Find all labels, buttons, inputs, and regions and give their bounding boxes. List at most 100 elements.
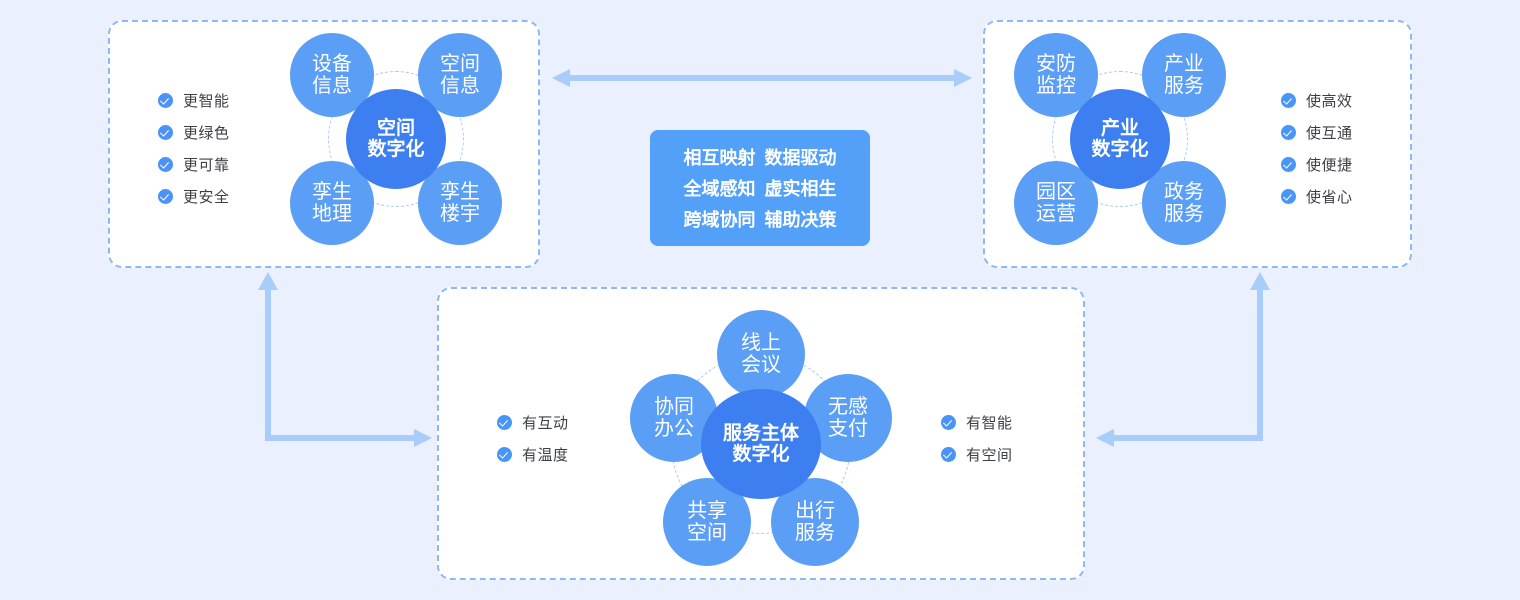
list-item: 更可靠 xyxy=(158,148,230,180)
core-line-2: 数字化 xyxy=(1091,139,1149,160)
bubble-core-space[interactable]: 空间 数字化 xyxy=(346,89,446,189)
bubble-satellite[interactable]: 协同 办公 xyxy=(630,374,718,462)
list-item: 更绿色 xyxy=(158,116,230,148)
keyword-row: 跨域协同 辅助决策 xyxy=(684,206,837,232)
bubble-satellite[interactable]: 产业 服务 xyxy=(1142,33,1226,117)
bubble-cluster-industry: 安防 监控 产业 服务 园区 运营 政务 服务 产业 数字化 xyxy=(1014,33,1226,245)
check-circle-icon xyxy=(941,446,956,462)
bubble-satellite[interactable]: 空间 信息 xyxy=(418,33,502,117)
feature-label: 使高效 xyxy=(1306,92,1353,110)
bubble-line-1: 线上 xyxy=(741,331,781,354)
feature-label: 使互通 xyxy=(1306,124,1353,142)
feature-label: 使省心 xyxy=(1306,188,1353,206)
bubble-line-2: 监控 xyxy=(1036,75,1076,97)
check-circle-icon xyxy=(158,156,173,172)
feature-label: 有温度 xyxy=(522,446,569,464)
core-line-1: 产业 xyxy=(1100,117,1139,139)
core-line-1: 空间 xyxy=(376,117,415,139)
feature-label: 有智能 xyxy=(966,414,1013,432)
bubble-satellite[interactable]: 出行 服务 xyxy=(771,478,859,566)
keyword-right: 辅助决策 xyxy=(764,210,837,230)
feature-label: 更智能 xyxy=(183,92,230,110)
list-item: 使便捷 xyxy=(1281,148,1353,180)
check-circle-icon xyxy=(158,124,173,140)
list-item: 更智能 xyxy=(158,84,230,116)
check-circle-icon xyxy=(497,446,512,462)
bubble-line-2: 支付 xyxy=(828,418,868,440)
keyword-box: 相互映射 数据驱动 全域感知 虚实相生 跨域协同 辅助决策 xyxy=(650,130,870,246)
bubble-line-2: 服务 xyxy=(795,522,835,544)
arrow-service-to-space xyxy=(258,272,432,447)
bubble-line-1: 协同 xyxy=(654,395,694,418)
list-item: 使省心 xyxy=(1281,180,1353,212)
bubble-line-1: 孪生 xyxy=(440,180,480,203)
list-item: 有空间 xyxy=(941,438,1013,470)
bubble-line-1: 设备 xyxy=(312,52,352,75)
check-circle-icon xyxy=(941,414,956,430)
feature-label: 使便捷 xyxy=(1306,156,1353,174)
bubble-line-1: 产业 xyxy=(1164,52,1204,75)
bubble-satellite[interactable]: 孪生 地理 xyxy=(290,161,374,245)
feature-label: 更绿色 xyxy=(183,124,230,142)
feature-label: 更安全 xyxy=(183,188,230,206)
keyword-row: 相互映射 数据驱动 xyxy=(684,144,837,170)
check-circle-icon xyxy=(1281,156,1296,172)
bubble-core-service[interactable]: 服务主体 数字化 xyxy=(701,389,821,499)
bubble-line-1: 出行 xyxy=(795,499,835,522)
check-circle-icon xyxy=(158,188,173,204)
check-circle-icon xyxy=(158,92,173,108)
bubble-line-1: 政务 xyxy=(1164,180,1204,203)
list-item: 更安全 xyxy=(158,180,230,212)
keyword-left: 相互映射 xyxy=(683,148,756,168)
list-item: 使互通 xyxy=(1281,116,1353,148)
keyword-right: 虚实相生 xyxy=(764,179,837,199)
arrow-space-to-industry xyxy=(552,69,972,87)
bubble-cluster-service: 线上 会议 无感 支付 出行 服务 共享 空间 协同 办公 服务主体 数字化 xyxy=(630,310,892,578)
keyword-right: 数据驱动 xyxy=(764,148,837,168)
bubble-satellite[interactable]: 孪生 楼宇 xyxy=(418,161,502,245)
feature-list-industry: 使高效 使互通 使便捷 使省心 xyxy=(1281,84,1353,212)
core-line-2: 数字化 xyxy=(732,444,790,465)
keyword-left: 跨域协同 xyxy=(683,210,756,230)
list-item: 有互动 xyxy=(497,406,569,438)
bubble-line-1: 孪生 xyxy=(312,180,352,203)
feature-list-service-right: 有智能 有空间 xyxy=(941,406,1013,470)
bubble-line-2: 空间 xyxy=(687,522,727,544)
check-circle-icon xyxy=(1281,124,1296,140)
feature-label: 有空间 xyxy=(966,446,1013,464)
bubble-line-1: 园区 xyxy=(1036,180,1076,203)
bubble-line-2: 服务 xyxy=(1164,75,1204,97)
bubble-line-2: 信息 xyxy=(440,75,480,97)
feature-list-service-left: 有互动 有温度 xyxy=(497,406,569,470)
check-circle-icon xyxy=(497,414,512,430)
core-line-1: 服务主体 xyxy=(722,422,799,444)
bubble-core-industry[interactable]: 产业 数字化 xyxy=(1070,89,1170,189)
bubble-line-1: 无感 xyxy=(828,395,868,418)
bubble-line-2: 服务 xyxy=(1164,203,1204,225)
bubble-line-2: 办公 xyxy=(654,418,694,440)
feature-list-space: 更智能 更绿色 更可靠 更安全 xyxy=(158,84,230,212)
bubble-line-2: 会议 xyxy=(741,354,781,376)
bubble-line-1: 安防 xyxy=(1036,52,1076,75)
bubble-satellite[interactable]: 线上 会议 xyxy=(717,310,805,398)
check-circle-icon xyxy=(1281,92,1296,108)
core-line-2: 数字化 xyxy=(367,139,425,160)
bubble-cluster-space: 设备 信息 空间 信息 孪生 地理 孪生 楼宇 空间 数字化 xyxy=(290,33,502,245)
list-item: 使高效 xyxy=(1281,84,1353,116)
check-circle-icon xyxy=(1281,188,1296,204)
bubble-line-2: 楼宇 xyxy=(440,203,480,225)
bubble-line-2: 信息 xyxy=(312,75,352,97)
bubble-line-2: 运营 xyxy=(1036,203,1076,225)
bubble-satellite[interactable]: 园区 运营 xyxy=(1014,161,1098,245)
dashed-ring xyxy=(328,71,464,207)
dashed-ring xyxy=(1052,71,1188,207)
bubble-line-1: 共享 xyxy=(687,499,727,522)
arrow-service-to-industry xyxy=(1096,272,1270,447)
feature-label: 有互动 xyxy=(522,414,569,432)
bubble-line-1: 空间 xyxy=(440,52,480,75)
bubble-line-2: 地理 xyxy=(312,203,352,225)
keyword-row: 全域感知 虚实相生 xyxy=(684,175,837,201)
list-item: 有温度 xyxy=(497,438,569,470)
bubble-satellite[interactable]: 政务 服务 xyxy=(1142,161,1226,245)
